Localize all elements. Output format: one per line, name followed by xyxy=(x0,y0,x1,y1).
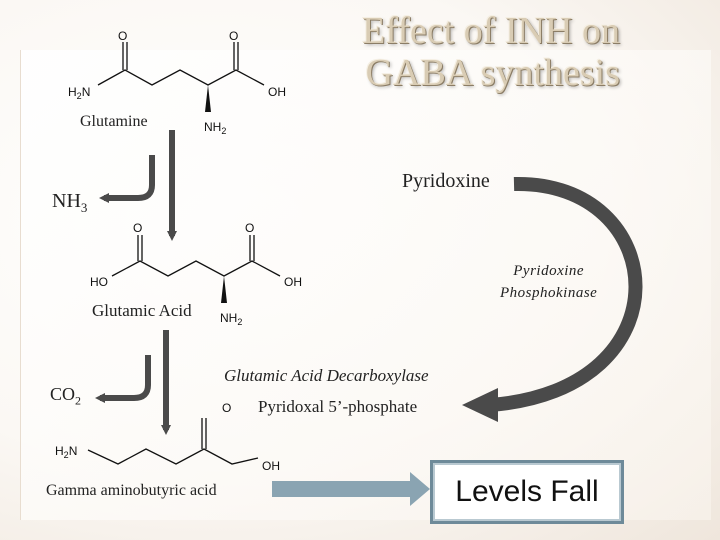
plp-label: Pyridoxal 5’-phosphate xyxy=(258,397,418,416)
title-line-1: Effect of INH on xyxy=(362,10,620,52)
glutamic-oh: OH xyxy=(284,275,302,289)
glutamine-structure xyxy=(97,42,265,86)
glutamine-o1: O xyxy=(118,29,127,43)
pyridoxine-label: Pyridoxine xyxy=(402,170,490,192)
gaba-structure xyxy=(87,418,259,465)
nh3-label: NH3 xyxy=(52,190,88,215)
arrow-nh3-release xyxy=(99,155,155,203)
glutamine-nh2: NH2 xyxy=(204,120,226,136)
title-line-2: GABA synthesis xyxy=(365,52,620,94)
arrow-pyridoxine-head xyxy=(462,388,498,422)
glutamine-label: Glutamine xyxy=(80,113,148,130)
gaba-h2n: H2N xyxy=(55,444,77,460)
glutamic-nh2: NH2 xyxy=(220,311,242,327)
co2-label: CO2 xyxy=(50,384,82,408)
glutamine-o2: O xyxy=(229,29,238,43)
slide-title: Effect of INH on GABA synthesis xyxy=(362,10,620,94)
glutamic-acid-wedge-bond xyxy=(221,276,227,303)
glutamic-ho: HO xyxy=(90,275,108,289)
pyridoxine-phosphokinase-label: Pyridoxine Phosphokinase xyxy=(500,263,598,301)
glutamine-wedge-bond xyxy=(205,85,211,112)
arrow-co2-release xyxy=(95,355,151,403)
gaba-label: Gamma aminobutyric acid xyxy=(46,482,217,499)
arrow-pyridoxine-to-plp xyxy=(489,176,643,412)
glutamine-h2n: H2N xyxy=(68,85,90,101)
gaba-oh: OH xyxy=(262,459,280,473)
gaba-o: O xyxy=(222,401,231,415)
decarboxylase-label: Glutamic Acid Decarboxylase xyxy=(224,366,429,385)
levels-fall-box: Levels Fall xyxy=(430,460,624,524)
gaba-arrow-shaft xyxy=(272,481,412,497)
gaba-arrow-head xyxy=(410,472,430,506)
glutamic-acid-structure xyxy=(111,235,281,277)
glutamine-oh: OH xyxy=(268,85,286,99)
glutamic-o1: O xyxy=(133,221,142,235)
glutamic-o2: O xyxy=(245,221,254,235)
glutamic-acid-label: Glutamic Acid xyxy=(92,301,192,320)
content-panel xyxy=(20,50,711,520)
